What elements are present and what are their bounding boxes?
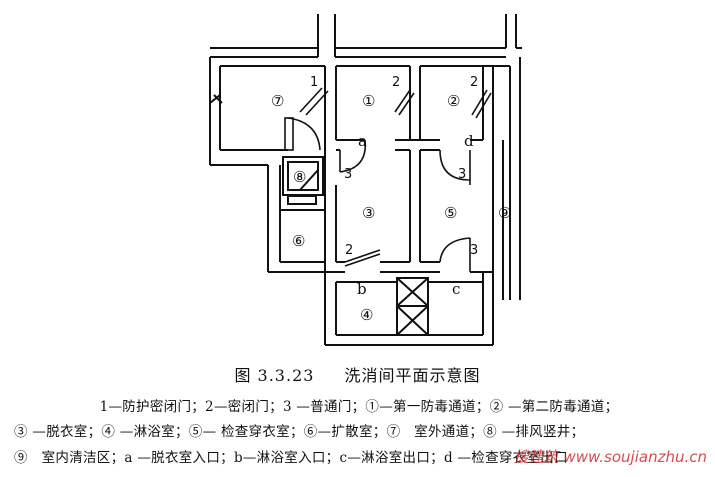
- room-label-4: ④: [360, 306, 373, 324]
- door-number-2: 2: [345, 243, 353, 258]
- room-label-8: ⑧: [293, 168, 306, 186]
- airtight-door: [394, 89, 411, 113]
- airtight-door: [471, 89, 488, 116]
- door-number-3: 3: [344, 167, 352, 182]
- entrance-a: a: [358, 132, 367, 150]
- room-label-3: ③: [362, 204, 375, 222]
- door-number-2: 2: [470, 75, 478, 90]
- room-label-7: ⑦: [271, 92, 284, 110]
- legend-line: ③ —脱衣室；④ —淋浴室；⑤— 检查穿衣室；⑥—扩散室；⑦ 室外通道；⑧ —排…: [14, 424, 585, 440]
- figure-number: 图 3.3.23: [234, 366, 315, 385]
- room-label-1: ①: [362, 92, 375, 110]
- door-number-3: 3: [470, 243, 478, 258]
- door-number-2: 2: [392, 75, 400, 90]
- airtight-door: [344, 249, 381, 263]
- door-number-3: 3: [458, 167, 466, 182]
- entrance-d: d: [464, 132, 474, 150]
- door-swing: [439, 149, 471, 181]
- door-swing: [439, 237, 471, 263]
- room-label-5: ⑤: [444, 204, 457, 222]
- room-label-9: ⑨: [498, 204, 511, 222]
- floor-plan: ⑦ ① ② ⑧ ⑥ ③ ⑤ ⑨ ④ a d b c 1 2 2 2 3 3 3: [209, 14, 522, 346]
- legend-line: 1—防护密闭门；2—密闭门；3 —普通门；①—第一防毒通道；② —第二防毒通道；: [99, 399, 619, 415]
- entrance-b: b: [357, 280, 367, 298]
- room-label-6: ⑥: [292, 232, 305, 250]
- protective-door: [299, 87, 323, 113]
- room-label-2: ②: [447, 92, 460, 110]
- entrance-c: c: [452, 280, 460, 298]
- legend-line: ⑨ 室内清洁区；a —脱衣室入口；b—淋浴室入口；c—淋浴室出口；d —检查穿衣…: [14, 450, 568, 466]
- site-watermark: 搜建筑 www.soujianzhu.cn: [513, 448, 707, 466]
- door-number-1: 1: [310, 75, 318, 90]
- figure-caption: 图 3.3.23 洗消间平面示意图: [0, 362, 715, 386]
- figure-title: 洗消间平面示意图: [344, 366, 481, 385]
- door-swing: [339, 139, 367, 173]
